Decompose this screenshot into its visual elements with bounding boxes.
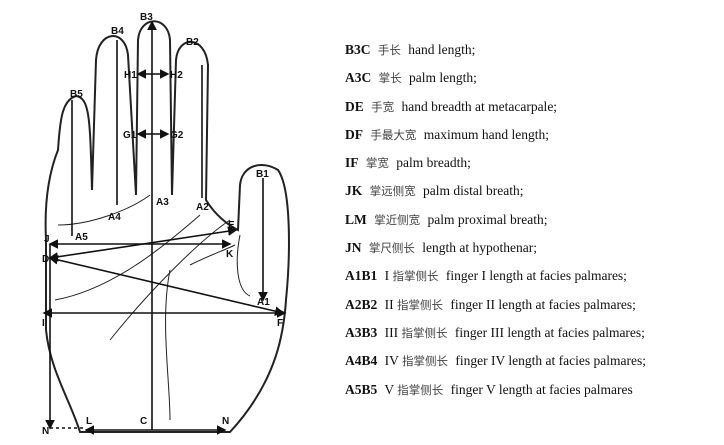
legend-english: length at hypothenar; bbox=[422, 240, 537, 256]
legend-code: LM bbox=[345, 211, 367, 227]
label-i: I bbox=[42, 318, 45, 329]
legend-roman: V bbox=[384, 381, 394, 397]
legend-english: palm length; bbox=[409, 70, 477, 86]
measurement-lines bbox=[42, 20, 287, 435]
point-labels: B3 B4 B2 B5 B1 H1 H2 G1 G2 A4 A3 A2 A5 A… bbox=[42, 12, 283, 437]
label-j: J bbox=[44, 234, 50, 245]
label-b5: B5 bbox=[70, 89, 83, 100]
label-a5: A5 bbox=[75, 232, 88, 243]
legend-english: maximum hand length; bbox=[423, 126, 549, 142]
legend-chinese: 指掌侧长 bbox=[392, 269, 439, 284]
legend-english: palm distal breath; bbox=[423, 183, 524, 199]
label-e: E bbox=[228, 220, 235, 231]
legend-chinese: 掌长 bbox=[378, 71, 402, 86]
label-b1: B1 bbox=[256, 169, 269, 180]
label-g2: G2 bbox=[170, 130, 184, 141]
label-c: C bbox=[140, 416, 147, 427]
legend-code: DE bbox=[345, 98, 364, 114]
label-a1: A1 bbox=[257, 297, 270, 308]
legend-item: DF 手最大宽 maximum hand length; bbox=[345, 127, 646, 155]
label-f: F bbox=[277, 318, 283, 329]
legend-chinese: 指掌侧长 bbox=[397, 297, 444, 312]
label-a4: A4 bbox=[108, 212, 121, 223]
legend-roman: I bbox=[384, 268, 390, 284]
legend-english: hand length; bbox=[408, 42, 476, 57]
legend-item: A3B3 III 指掌侧长 finger III length at facie… bbox=[345, 325, 646, 353]
legend-code: A3B3 bbox=[345, 324, 378, 340]
legend-roman: III bbox=[384, 324, 399, 340]
legend-chinese: 掌尺侧长 bbox=[368, 241, 415, 256]
legend-code: DF bbox=[345, 126, 363, 142]
legend-item: A3C 掌长 palm length; bbox=[345, 70, 646, 98]
legend-code: A1B1 bbox=[345, 268, 378, 284]
label-b2: B2 bbox=[186, 37, 199, 48]
label-a3: A3 bbox=[156, 197, 169, 208]
legend-item: IF 掌宽 palm breadth; bbox=[345, 155, 646, 183]
hand-outline bbox=[44, 20, 290, 433]
legend-chinese: 指掌侧长 bbox=[397, 382, 444, 397]
label-b4: B4 bbox=[111, 26, 124, 37]
legend-chinese: 掌近侧宽 bbox=[374, 212, 421, 227]
legend-english: finger II length at facies palmares; bbox=[450, 296, 636, 312]
label-n: N bbox=[42, 426, 49, 437]
legend-item: LM 掌近侧宽 palm proximal breath; bbox=[345, 212, 646, 240]
legend-chinese: 手长 bbox=[377, 43, 401, 57]
legend-item: A5B5 V 指掌侧长 finger V length at facies pa… bbox=[345, 382, 646, 410]
legend: B3C 手长 hand length; A3C 掌长 palm length; … bbox=[345, 42, 646, 410]
legend-item: A2B2 II 指掌侧长 finger II length at facies … bbox=[345, 297, 646, 325]
legend-english: hand breadth at metacarpale; bbox=[401, 98, 558, 114]
legend-chinese: 掌宽 bbox=[365, 156, 389, 171]
legend-code: A5B5 bbox=[345, 381, 378, 397]
legend-chinese: 手最大宽 bbox=[370, 127, 417, 142]
legend-item: B3C 手长 hand length; bbox=[345, 42, 646, 70]
legend-english: finger IV length at facies palmares; bbox=[455, 353, 646, 369]
legend-chinese: 指掌侧长 bbox=[402, 354, 449, 369]
legend-item: A4B4 IV 指掌侧长 finger IV length at facies … bbox=[345, 353, 646, 381]
legend-code: JK bbox=[345, 183, 363, 199]
legend-english: finger V length at facies palmares bbox=[450, 381, 633, 397]
label-l: L bbox=[86, 416, 92, 427]
label-b3: B3 bbox=[140, 12, 153, 23]
label-d: D bbox=[42, 254, 49, 265]
legend-chinese: 指掌侧长 bbox=[401, 325, 448, 340]
legend-chinese: 手宽 bbox=[371, 99, 395, 114]
legend-code: IF bbox=[345, 155, 359, 171]
legend-code: JN bbox=[345, 240, 362, 256]
label-g1: G1 bbox=[123, 130, 137, 141]
legend-english: finger I length at facies palmares; bbox=[445, 268, 627, 284]
legend-item: JK 掌远侧宽 palm distal breath; bbox=[345, 183, 646, 211]
legend-code: A2B2 bbox=[345, 296, 378, 312]
legend-roman: II bbox=[384, 296, 394, 312]
label-m: N bbox=[222, 416, 229, 427]
hand-diagram: B3 B4 B2 B5 B1 H1 H2 G1 G2 A4 A3 A2 A5 A… bbox=[42, 12, 290, 437]
legend-english: palm proximal breath; bbox=[427, 211, 548, 227]
legend-item: JN 掌尺侧长 length at hypothenar; bbox=[345, 240, 646, 268]
legend-code: A4B4 bbox=[345, 353, 378, 369]
legend-english: finger III length at facies palmares; bbox=[454, 324, 645, 340]
label-k: K bbox=[226, 249, 234, 260]
legend-code: B3C bbox=[345, 42, 371, 57]
legend-roman: IV bbox=[384, 353, 399, 369]
label-h1: H1 bbox=[124, 70, 137, 81]
legend-item: A1B1 I 指掌侧长 finger I length at facies pa… bbox=[345, 268, 646, 296]
label-h2: H2 bbox=[170, 70, 183, 81]
legend-code: A3C bbox=[345, 70, 372, 86]
legend-chinese: 掌远侧宽 bbox=[369, 184, 416, 199]
legend-english: palm breadth; bbox=[396, 155, 471, 171]
label-a2: A2 bbox=[196, 202, 209, 213]
legend-item: DE 手宽 hand breadth at metacarpale; bbox=[345, 99, 646, 127]
